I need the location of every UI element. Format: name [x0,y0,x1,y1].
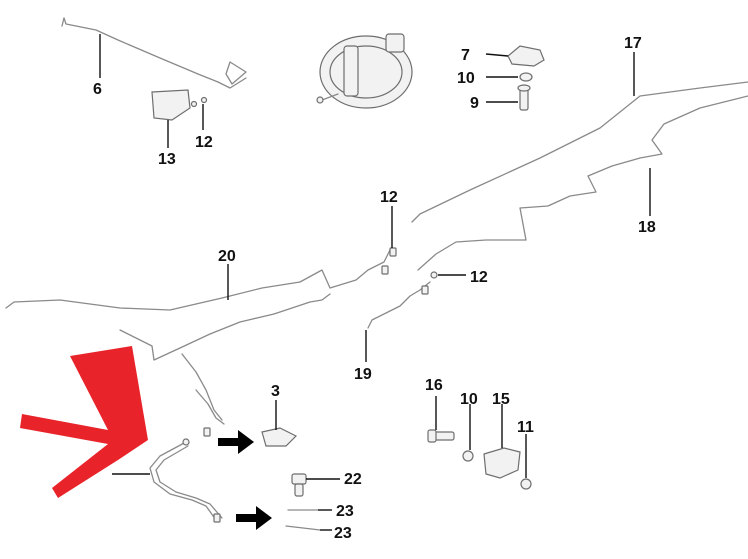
highlight-arrow-icon [20,346,148,498]
callout-19: 19 [354,366,372,383]
brake-line-18 [417,95,748,271]
fitting-12b-icon [430,271,438,279]
brake-line-20 [5,249,391,311]
callout-10: 10 [457,70,475,87]
clip-7-icon [507,45,545,67]
parts [151,33,545,531]
bracket-15-icon [483,447,521,479]
callout-23: 23 [336,503,354,520]
pointer-arrow-icon [218,430,254,454]
callout-6: 6 [93,81,102,98]
callout-7: 7 [461,47,470,64]
nut-11-icon [520,478,532,490]
brake-line-17 [411,81,748,223]
callout-3: 3 [271,383,280,400]
callout-numbers: 6 13 12 7 10 9 17 18 12 12 20 19 3 16 10… [93,35,656,542]
callout-17: 17 [624,35,642,52]
bolt-16-icon [427,429,455,443]
callout-20: 20 [218,248,236,265]
callout-10: 10 [460,391,478,408]
washer-10-icon [519,72,533,82]
union-22-icon [291,473,307,497]
brake-line-6 [63,17,247,89]
callout-16: 16 [425,377,443,394]
callout-13: 13 [158,151,176,168]
callout-18: 18 [638,219,656,236]
callout-12: 12 [470,269,488,286]
callout-23: 23 [334,525,352,542]
flex-hose [149,441,217,521]
fitting-12-icon [389,247,397,257]
leader-lines [99,34,651,531]
callout-12: 12 [195,134,213,151]
brake-booster-icon [316,33,413,109]
brake-lines [5,17,748,521]
clip-3-icon [261,427,298,447]
pointer-arrow-icon [236,506,272,530]
callout-15: 15 [492,391,510,408]
clip-23b-icon [285,525,321,531]
washer-10b-icon [462,450,474,462]
bracket-13-icon [151,89,191,121]
callout-9: 9 [470,95,479,112]
callout-22: 22 [344,471,362,488]
callout-12: 12 [380,189,398,206]
callout-11: 11 [517,419,534,436]
